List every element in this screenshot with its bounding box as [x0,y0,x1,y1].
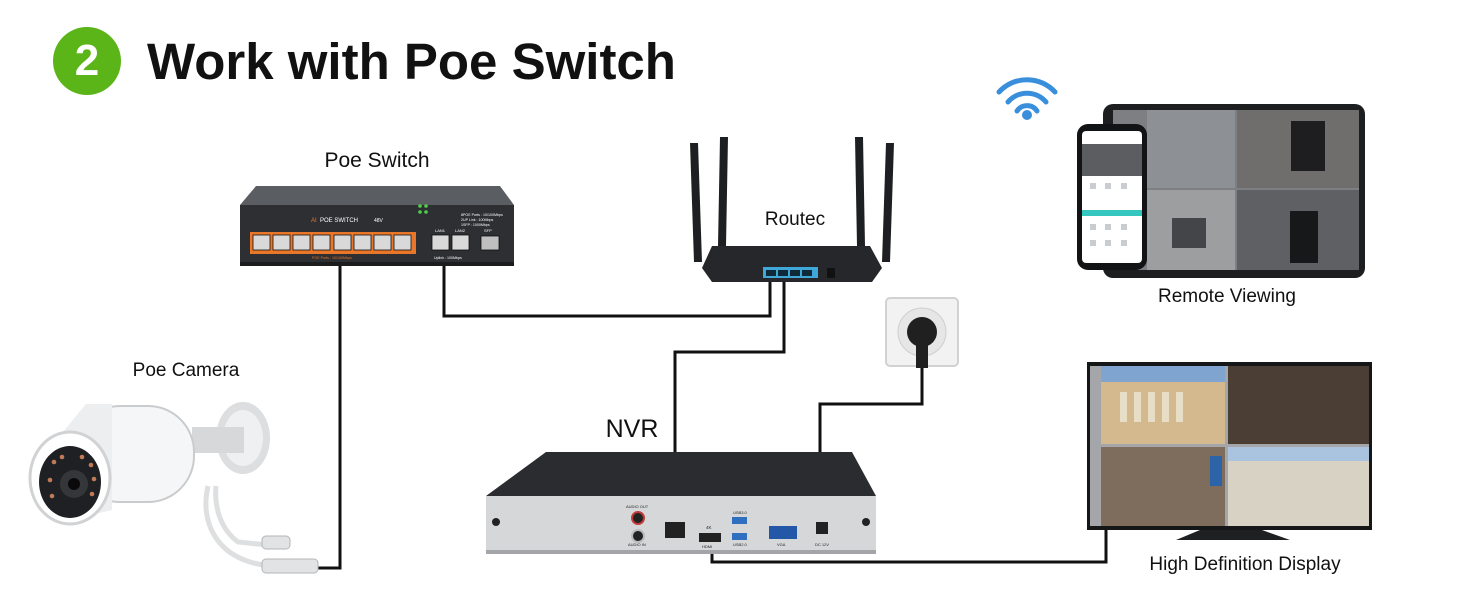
router-to-nvr-cable [673,280,786,520]
switch-spec-1: 8POE Ports : 10/100Mbps [461,213,503,217]
nvr-vga: VGA [777,542,786,547]
nvr-usb1: USB3.0 [733,510,748,515]
poe-camera [28,402,319,574]
router [690,137,894,282]
nvr-audio-out: AUDIO OUT [626,504,649,509]
page-title: Work with Poe Switch [147,33,676,90]
nvr-hdmi: HDMI [702,544,712,549]
router-label: Routec [765,209,825,230]
poe-switch: AI POE SWITCH 48V 8POE Ports : 10/100Mbp… [240,186,514,266]
step-number-badge: 2 [53,27,121,95]
poe-camera-label: Poe Camera [133,360,240,381]
camera-to-switch-cable [318,258,342,570]
hd-display-label: High Definition Display [1149,554,1341,575]
switch-spec-3: 1SFP : 1000Mbps [461,223,490,227]
wifi-icon [996,77,1058,120]
switch-port-caption: POE Ports : 10/100Mbps [312,256,352,260]
switch-brand: POE SWITCH [320,218,358,224]
switch-lan1: LAN1 [435,228,446,233]
display-camera-feeds [1101,366,1369,526]
tablet-camera-feeds [1147,110,1359,270]
hd-display [1087,362,1372,540]
switch-lan2: LAN2 [455,228,466,233]
power-socket [885,297,959,368]
switch-spec-2: 2UP Link : 100Mbps [461,218,493,222]
nvr-label: NVR [606,415,659,443]
nvr: AUDIO OUT AUDIO IN 4K HDMI USB3.0 USB2.0… [486,452,876,554]
nvr-to-display-cable [710,528,1108,564]
remote-viewing-label: Remote Viewing [1158,286,1296,307]
switch-brand-prefix: AI [311,218,317,224]
nvr-usb2: USB2.0 [733,542,748,547]
nvr-audio-in: AUDIO IN [628,542,646,547]
nvr-dc: DC 12V [815,542,829,547]
switch-to-router-cable [442,262,772,318]
poe-switch-label: Poe Switch [324,149,429,172]
remote-viewing-devices [1077,104,1365,278]
switch-sfp: SFP [484,228,492,233]
switch-uplink-caption: Uplink : 100Mbps [434,256,462,260]
nvr-4k: 4K [706,525,712,530]
switch-power: 48V [374,218,384,224]
